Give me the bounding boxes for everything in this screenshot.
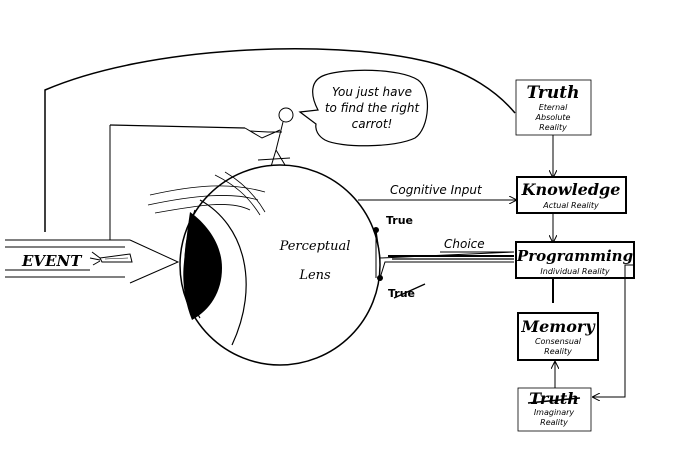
memory-box: Memory Consensual Reality [517,312,599,361]
svg-text:Reality: Reality [539,123,567,132]
svg-text:Individual Reality: Individual Reality [540,267,609,276]
svg-text:Consensual: Consensual [535,337,582,346]
programming-title: Programming [516,247,633,265]
true-strikethrough [393,283,426,299]
knowledge-box: Knowledge Actual Reality [516,176,627,214]
svg-text:Actual Reality: Actual Reality [542,201,599,210]
cognitive-input-label: Cognitive Input [390,183,483,197]
svg-text:Imaginary: Imaginary [534,408,575,417]
speech-bubble-line2: to find the right [325,101,421,115]
speech-bubble-line3: carrot! [352,117,393,131]
svg-text:Eternal: Eternal [539,103,568,112]
lens-line1: Perceptual [279,239,351,254]
speech-bubble-line1: You just have [332,85,412,99]
lens-line2: Lens [298,268,331,283]
iris [183,212,222,320]
true-upper-label: True [386,214,413,227]
knowledge-title: Knowledge [521,180,621,199]
perceptual-eye: Perceptual Lens [147,164,381,366]
choice-arrows [375,229,515,279]
true-lower-label: True [388,287,415,300]
memory-title: Memory [520,317,596,336]
truth-bottom-title: Truth [529,389,579,408]
svg-text:Reality: Reality [540,418,568,427]
truth-top-title: Truth [527,83,580,103]
programming-to-truth-feedback [593,264,634,397]
svg-text:Absolute: Absolute [535,113,571,122]
event-input: EVENT [5,239,130,278]
svg-text:Reality: Reality [544,347,572,356]
programming-box: Programming Individual Reality [515,241,635,279]
speech-bubble: You just have to find the right carrot! [298,69,429,147]
truth-bottom-strikethrough [527,397,581,404]
choice-label: Choice [444,237,485,251]
fishing-rod [109,124,246,240]
carrot-icon [89,251,133,266]
truth-eternal-box: Truth Eternal Absolute Reality [515,79,592,136]
truth-imaginary-box: Truth Imaginary Reality [517,387,592,432]
event-feedback-arc [44,48,516,232]
event-chevron [129,239,180,284]
event-label: EVENT [21,252,83,270]
